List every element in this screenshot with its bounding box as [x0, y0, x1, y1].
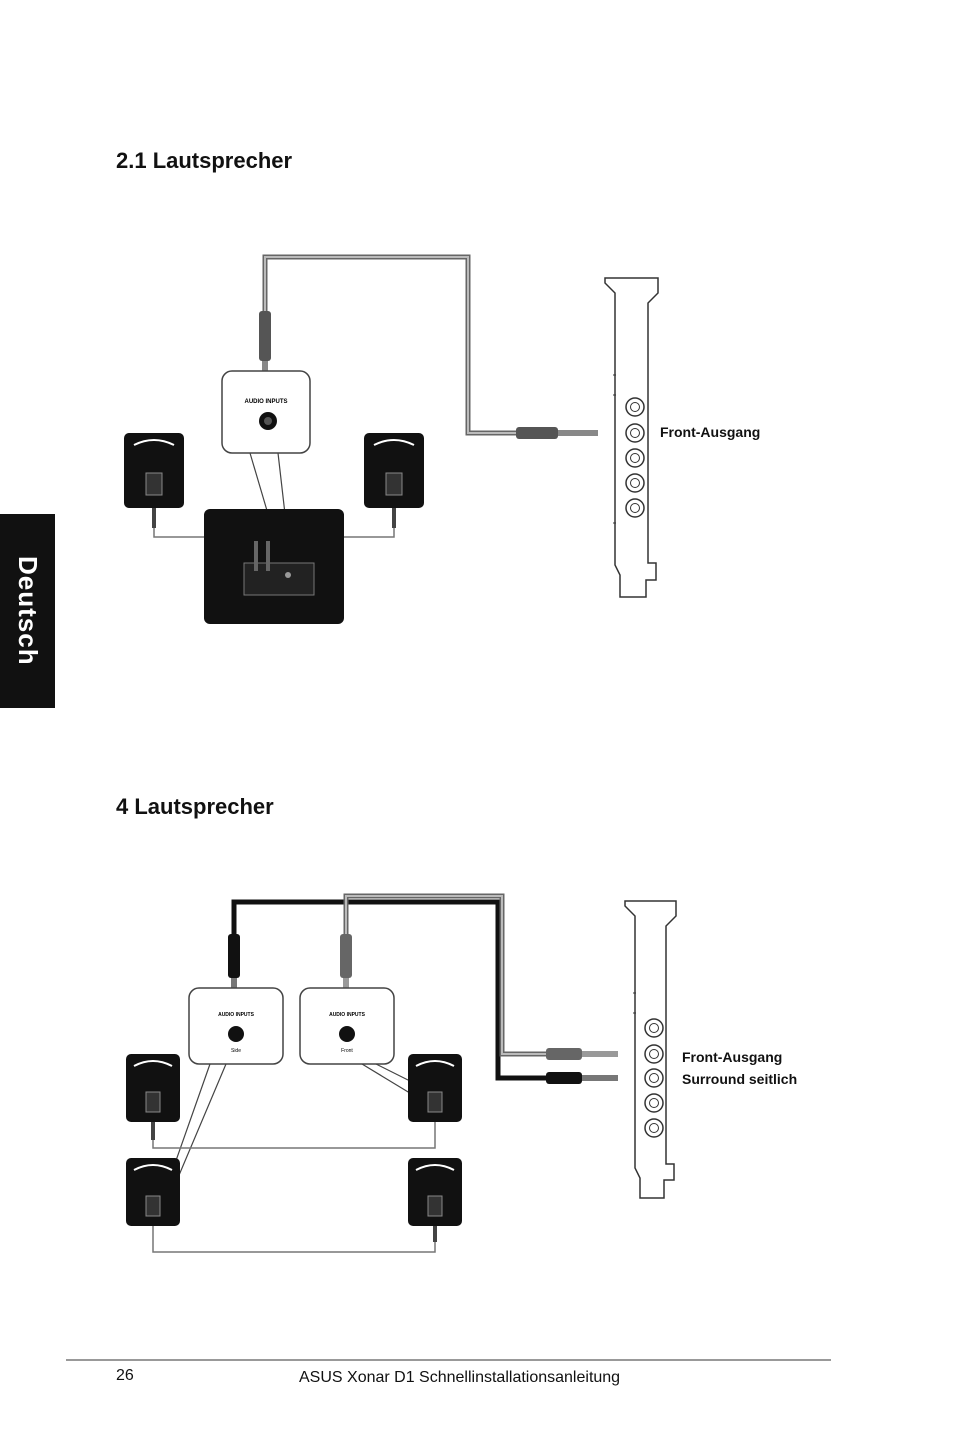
svg-text:Front: Front: [341, 1048, 353, 1054]
svg-text:AUDIO INPUTS: AUDIO INPUTS: [218, 1012, 255, 1018]
speaker-icon: [126, 1054, 180, 1140]
svg-text:AUDIO INPUTS: AUDIO INPUTS: [329, 1012, 366, 1018]
page-number: 26: [116, 1367, 134, 1384]
language-tab-label: Deutsch: [13, 556, 43, 666]
language-tab: Deutsch: [0, 514, 55, 708]
audio-plug-icon: [516, 427, 598, 439]
speaker-icon: [124, 433, 184, 528]
audio-jack-icon: [644, 1044, 664, 1064]
footer-title: ASUS Xonar D1 Schnellinstallationsanleit…: [299, 1369, 621, 1386]
port-label-front-output-2: Front-Ausgang: [682, 1049, 783, 1065]
audio-jack-icon: [625, 498, 645, 518]
audio-plug-icon: [546, 1048, 618, 1060]
audio-inputs-panel-front: AUDIO INPUTS Front: [299, 987, 437, 1105]
footer-divider: [66, 1359, 831, 1361]
diagram-4-speakers: AUDIO INPUTS Side AUDIO INPUTS Front: [126, 893, 677, 1253]
audio-jack-icon: [644, 1093, 664, 1113]
port-label-front-output: Front-Ausgang: [660, 424, 761, 440]
section-title-4-speakers: 4 Lautsprecher: [116, 794, 274, 819]
port-label-side-surround: Surround seitlich: [682, 1071, 798, 1087]
speaker-icon: [364, 433, 424, 528]
audio-jack-icon: [625, 423, 645, 443]
audio-jack-icon: [644, 1118, 664, 1138]
audio-inputs-label: AUDIO INPUTS: [244, 399, 287, 405]
speaker-icon: [408, 1158, 462, 1242]
audio-jack-icon: [644, 1018, 664, 1038]
audio-plug-icon: [546, 1072, 618, 1084]
diagram-2-1-speakers: AUDIO INPUTS: [124, 254, 659, 624]
audio-jack-icon: [625, 473, 645, 493]
audio-jack-icon: [625, 448, 645, 468]
speaker-icon: [408, 1054, 462, 1122]
audio-jack-icon: [644, 1068, 664, 1088]
speaker-icon: [126, 1158, 180, 1226]
subwoofer-icon: [204, 509, 344, 624]
audio-inputs-panel-side: AUDIO INPUTS Side: [159, 987, 284, 1207]
audio-jack-icon: [625, 397, 645, 417]
svg-text:Side: Side: [231, 1048, 241, 1054]
section-title-2-1-speakers: 2.1 Lautsprecher: [116, 148, 293, 173]
